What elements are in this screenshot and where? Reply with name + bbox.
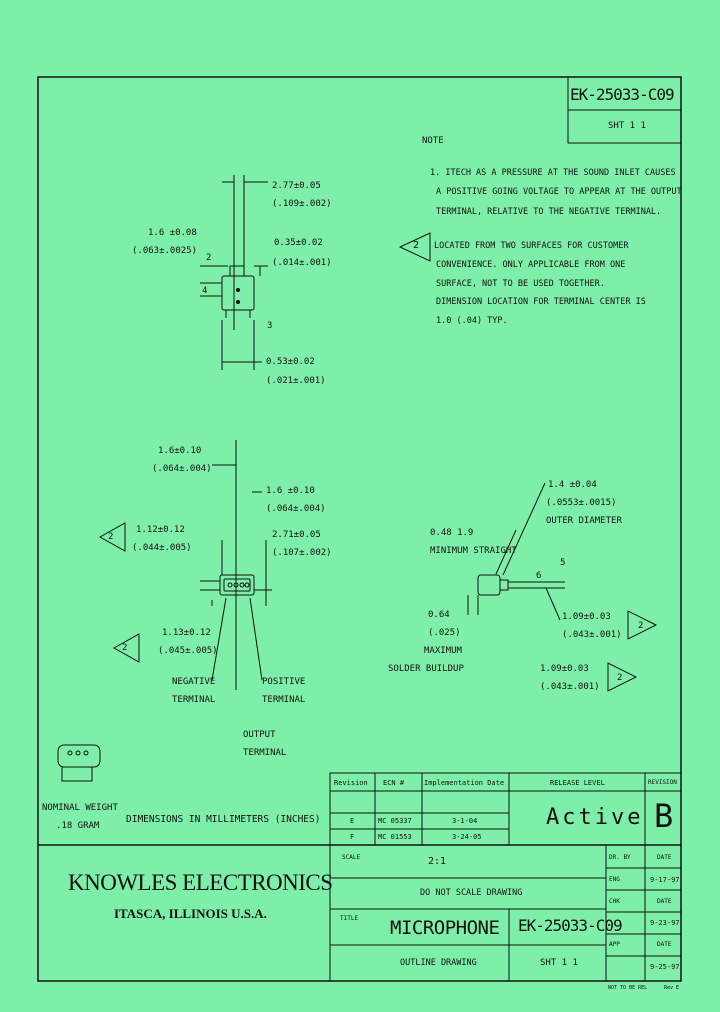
dim-f: 1.6 ±0.10 (266, 486, 315, 496)
dim-l-note-1: MAXIMUM (424, 646, 462, 656)
note-1-line-2: A POSITIVE GOING VOLTAGE TO APPEAR AT TH… (436, 187, 682, 197)
dim-d: 0.53±0.02 (266, 357, 315, 367)
dim-m-inches: (.043±.001) (562, 630, 622, 640)
drawing-subtitle: OUTLINE DRAWING (400, 958, 477, 968)
sig-row-4-label: APP (609, 941, 620, 948)
dim-e-inches: (.064±.004) (152, 464, 212, 474)
dim-i-inches: (.045±.005) (158, 646, 218, 656)
revision-value: B (654, 797, 674, 835)
label-3: 3 (267, 321, 273, 331)
title-label: TITLE (340, 915, 359, 922)
scale-label: SCALE (342, 854, 361, 861)
revision-row-2-ecn: MC 01553 (378, 833, 412, 841)
weight-line-1: NOMINAL WEIGHT (42, 803, 118, 813)
note-2-line-1: LOCATED FROM TWO SURFACES FOR CUSTOMER (434, 241, 629, 251)
dim-l-inches: (.025) (428, 628, 461, 638)
title-drawing-number: EK-25033-C09 (518, 916, 623, 935)
dim-l: 0.64 (428, 610, 450, 620)
dim-m: 1.09±0.03 (562, 612, 611, 622)
sig-row-2-label: ENG (609, 876, 620, 883)
marker-side-2: 2 (617, 673, 623, 683)
dim-n-inches: (.043±.001) (540, 682, 600, 692)
drawing-number: EK-25033-C09 (570, 85, 675, 104)
notes-title: NOTE (422, 136, 444, 146)
dim-k: 0.48 1.9 (430, 528, 474, 538)
negative-terminal-label-2: TERMINAL (172, 695, 216, 705)
revision-header: Revision (334, 779, 368, 787)
dim-b: 1.6 ±0.08 (148, 228, 197, 238)
output-terminal-label-2: TERMINAL (243, 748, 287, 758)
scale-value: 2:1 (428, 856, 447, 867)
dim-j: 1.4 ±0.04 (548, 480, 597, 490)
dim-e: 1.6±0.10 (158, 446, 202, 456)
weight-line-2: .18 GRAM (56, 821, 100, 831)
note-2-line-5: 1.0 (.04) TYP. (436, 316, 508, 326)
dim-c: 0.35±0.02 (274, 238, 323, 248)
revision-label: REVISION (648, 779, 677, 786)
note-2-line-3: SURFACE, NOT TO BE USED TOGETHER. (436, 279, 605, 289)
dim-a-inches: (.109±.002) (272, 199, 332, 209)
note-2-marker: 2 (413, 240, 420, 251)
sig-row-3-date: 9-23-97 (650, 919, 680, 927)
company-address: ITASCA, ILLINOIS U.S.A. (114, 906, 267, 921)
release-level-value: Active (546, 805, 644, 830)
dim-g-inches: (.044±.005) (132, 543, 192, 553)
dim-n: 1.09±0.03 (540, 664, 589, 674)
scale-note: DO NOT SCALE DRAWING (420, 888, 523, 898)
dim-i: 1.13±0.12 (162, 628, 211, 638)
marker-front-2: 2 (122, 643, 128, 653)
sig-row-4-date: 9-25-97 (650, 963, 680, 971)
output-terminal-label-1: OUTPUT (243, 730, 276, 740)
title-sheet: SHT 1 1 (540, 958, 578, 968)
sig-row-4-date-label: DATE (657, 941, 672, 948)
sig-row-1-date-label: DATE (657, 854, 672, 861)
dim-f-inches: (.064±.004) (266, 504, 326, 514)
note-2-line-4: DIMENSION LOCATION FOR TERMINAL CENTER I… (436, 297, 646, 307)
positive-terminal-label-2: TERMINAL (262, 695, 306, 705)
dim-c-inches: (.014±.001) (272, 258, 332, 268)
dim-a: 2.77±0.05 (272, 181, 321, 191)
dim-g: 1.12±0.12 (136, 525, 185, 535)
sig-row-2-date: 9-17-97 (650, 876, 680, 884)
drawing-title: MICROPHONE (390, 917, 500, 939)
revision-row-2-rev: F (350, 833, 355, 841)
revision-row-1-date: 3-1-04 (452, 817, 478, 825)
sig-row-3-label: CHK (609, 898, 620, 905)
revision-row-1-rev: E (350, 817, 355, 825)
dim-j-note: OUTER DIAMETER (546, 516, 622, 526)
date-header: Implementation Date (424, 779, 505, 787)
footer-left: NOT TO BE REL (608, 985, 648, 991)
note-1-line-3: TERMINAL, RELATIVE TO THE NEGATIVE TERMI… (436, 207, 662, 217)
sig-row-3-date-label: DATE (657, 898, 672, 905)
negative-terminal-label-1: NEGATIVE (172, 677, 216, 687)
revision-row-1-ecn: MC 05337 (378, 817, 412, 825)
release-level-label: RELEASE LEVEL (550, 779, 605, 787)
dim-d-inches: (.021±.001) (266, 376, 326, 386)
footer-right: Rev E (664, 985, 680, 991)
dimensions-note: DIMENSIONS IN MILLIMETERS (INCHES) (126, 814, 321, 825)
marker-front-1: 2 (108, 532, 114, 542)
dim-h-inches: (.107±.002) (272, 548, 332, 558)
company-name: KNOWLES ELECTRONICS (68, 870, 333, 895)
label-6: 6 (536, 571, 542, 581)
note-2-line-2: CONVENIENCE. ONLY APPLICABLE FROM ONE (436, 260, 626, 270)
positive-terminal-label-1: POSITIVE (262, 677, 306, 687)
sig-row-1-label: DR. BY (609, 854, 631, 861)
ecn-header: ECN # (383, 779, 405, 787)
note-1-line-1: 1. ITECH AS A PRESSURE AT THE SOUND INLE… (430, 168, 676, 178)
dim-h: 2.71±0.05 (272, 530, 321, 540)
dim-k-note: MINIMUM STRAIGHT (430, 546, 517, 556)
label-4: 4 (202, 286, 208, 296)
label-5: 5 (560, 558, 566, 568)
dim-l-note-2: SOLDER BUILDUP (388, 664, 464, 674)
marker-side-1: 2 (638, 621, 644, 631)
dim-b-inches: (.063±.0025) (132, 246, 198, 256)
sheet-number: SHT 1 1 (608, 121, 646, 131)
revision-row-2-date: 3-24-05 (452, 833, 482, 841)
dim-j-inches: (.0553±.0015) (546, 498, 617, 508)
label-2: 2 (206, 253, 212, 263)
